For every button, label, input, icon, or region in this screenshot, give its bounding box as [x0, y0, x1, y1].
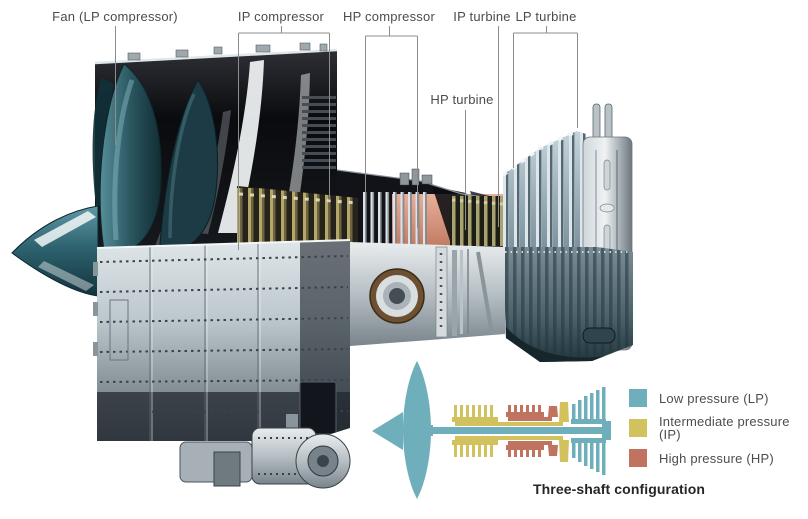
- accessory-gearbox: [179, 414, 351, 489]
- callout-ip-turbine: IP turbine: [453, 9, 511, 24]
- legend-item-ip: Intermediate pressure (IP): [629, 415, 808, 441]
- legend-label-hp: High pressure (HP): [659, 450, 774, 466]
- lp-color-swatch: [629, 389, 647, 407]
- spinner-cone: [11, 205, 99, 297]
- lp-swatch-rect: [629, 389, 647, 407]
- schematic-fan-and-lp-shaft: [372, 361, 611, 499]
- callout-hp-turbine: HP turbine: [430, 92, 494, 107]
- lp-turbine-case-lower: [503, 247, 633, 362]
- lp-turbine-section: [501, 129, 586, 247]
- ip-swatch-rect: [629, 419, 647, 437]
- ip-compressor-blades: [237, 186, 358, 247]
- fan-case-front: [93, 239, 351, 441]
- schematic-legend: Low pressure (LP) Intermediate pressure …: [629, 389, 808, 479]
- legend-item-hp: High pressure (HP): [629, 449, 808, 467]
- schematic-caption: Three-shaft configuration: [532, 481, 706, 497]
- hp-color-swatch: [629, 449, 647, 467]
- callout-ip-compressor: IP compressor: [237, 9, 325, 24]
- core-casing-lower: [350, 242, 505, 346]
- ip-hp-turbine-stages: [450, 196, 503, 247]
- legend-label-lp: Low pressure (LP): [659, 390, 769, 406]
- callout-leader-lines: [115, 26, 578, 250]
- hp-swatch-rect: [629, 449, 647, 467]
- legend-label-ip: Intermediate pressure (IP): [659, 414, 790, 442]
- schematic-three-shaft: [372, 361, 611, 499]
- schematic-lp-turbine: [571, 387, 606, 475]
- schematic-hp-spool: [506, 405, 558, 457]
- ip-color-swatch: [629, 419, 647, 437]
- callout-lp-turbine: LP turbine: [515, 9, 577, 24]
- callout-fan-lp-compressor: Fan (LP compressor): [52, 9, 178, 24]
- schematic-ip-spool: [452, 402, 569, 462]
- callout-hp-compressor: HP compressor: [343, 9, 435, 24]
- legend-item-lp: Low pressure (LP): [629, 389, 808, 407]
